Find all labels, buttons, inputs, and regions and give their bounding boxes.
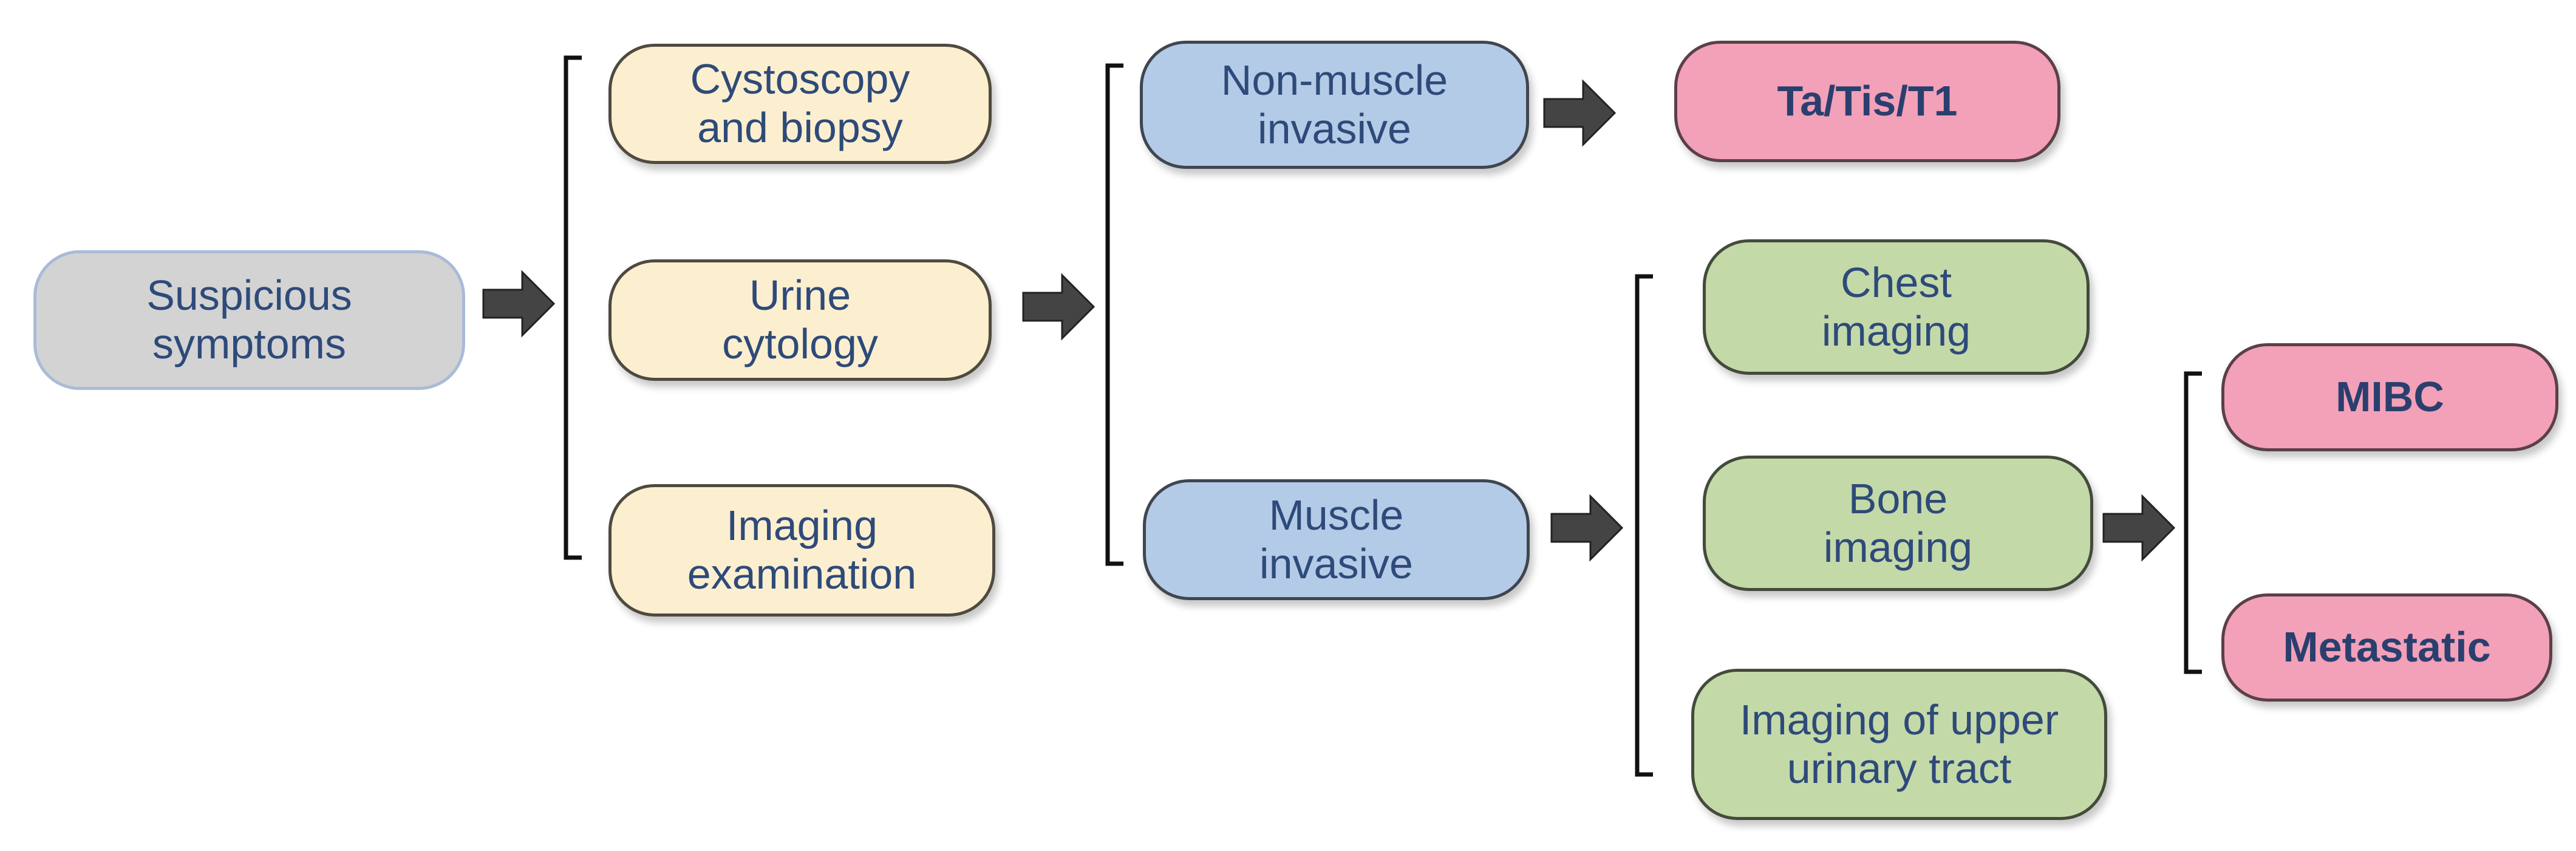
muscle-invasive-label: Muscle invasive [1259,491,1413,587]
arrow-non-muscle-to-stage [1543,79,1617,147]
urine-cytology-label: Urine cytology [722,272,878,367]
suspicious-symptoms-label: Suspicious symptoms [146,272,352,367]
arrow-symptoms-to-tests [482,270,556,338]
bone-imaging-node: Bone imaging [1703,456,2093,591]
bracket-outcomes [2184,371,2202,674]
upper-urinary-tract-imaging-label: Imaging of upper urinary tract [1739,695,2059,792]
suspicious-symptoms-node: Suspicious symptoms [33,250,465,390]
cystoscopy-biopsy-label: Cystoscopy and biopsy [690,55,910,151]
arrow-bone-to-outcomes [2102,494,2176,562]
metastatic-node: Metastatic [2221,593,2552,702]
upper-urinary-tract-imaging-node: Imaging of upper urinary tract [1691,669,2107,820]
metastatic-label: Metastatic [2283,623,2491,671]
arrow-muscle-to-imaging [1550,494,1624,562]
ta-tis-t1-node: Ta/Tis/T1 [1674,41,2060,162]
imaging-examination-label: Imaging examination [687,502,917,598]
bone-imaging-label: Bone imaging [1823,474,1973,571]
non-muscle-invasive-label: Non-muscle invasive [1221,56,1448,152]
bracket-staging-imaging [1635,274,1653,777]
mibc-node: MIBC [2221,343,2558,451]
non-muscle-invasive-node: Non-muscle invasive [1140,41,1529,169]
chest-imaging-node: Chest imaging [1703,239,2090,375]
arrow-tests-to-invasion [1022,273,1095,341]
bracket-invasion-type [1105,63,1123,566]
muscle-invasive-node: Muscle invasive [1143,479,1530,600]
bracket-initial-tests [564,55,582,560]
imaging-examination-node: Imaging examination [608,484,995,617]
ta-tis-t1-label: Ta/Tis/T1 [1777,77,1958,125]
chest-imaging-label: Chest imaging [1821,258,1971,355]
urine-cytology-node: Urine cytology [608,259,992,381]
cystoscopy-biopsy-node: Cystoscopy and biopsy [608,44,992,164]
mibc-label: MIBC [2336,373,2444,421]
